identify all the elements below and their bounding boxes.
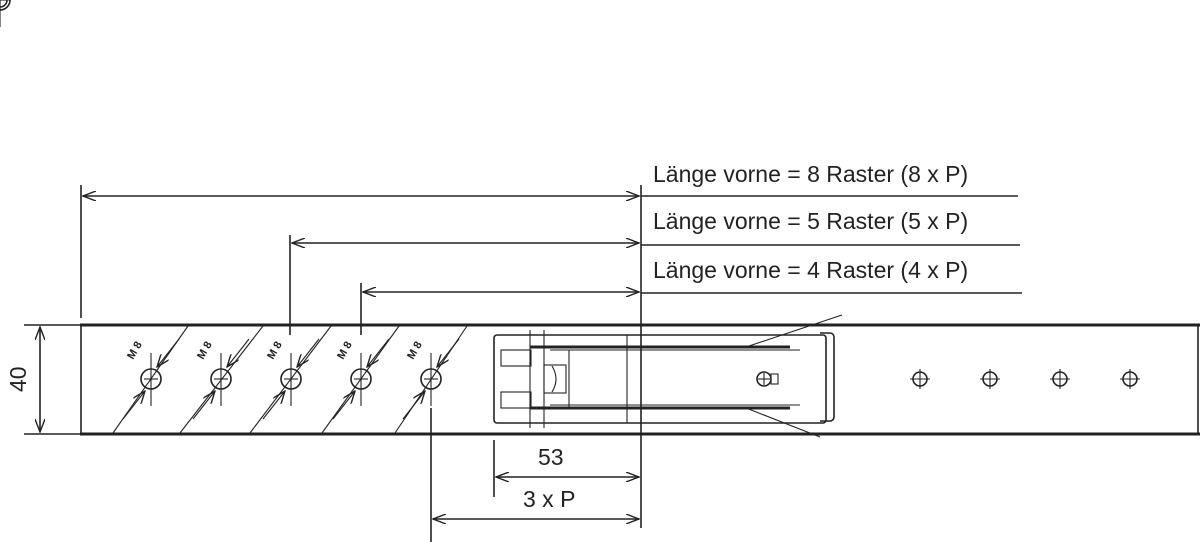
outer-rail [80, 323, 1200, 436]
length-8-label: Länge vorne = 8 Raster (8 x P) [653, 161, 968, 187]
rail-holes [0, 0, 1141, 390]
length-4-label: Länge vorne = 4 Raster (4 x P) [653, 257, 968, 283]
thread-label-5: M 8 [405, 340, 425, 362]
thread-label-4: M 8 [335, 340, 355, 362]
offset-label: 53 [538, 444, 564, 470]
height-dimension [24, 324, 80, 435]
slide-carriage [493, 314, 843, 438]
mounting-holes-m8 [0, 0, 468, 434]
height-label: 40 [5, 366, 31, 392]
thread-label-2: M 8 [195, 340, 215, 362]
thread-label-3: M 8 [265, 340, 285, 362]
bottom-dimensions [430, 408, 639, 542]
pitch-label: 3 x P [523, 486, 575, 512]
thread-label-1: M 8 [125, 340, 145, 362]
length-5-label: Länge vorne = 5 Raster (5 x P) [653, 208, 968, 234]
length-dimensions [80, 185, 1022, 528]
